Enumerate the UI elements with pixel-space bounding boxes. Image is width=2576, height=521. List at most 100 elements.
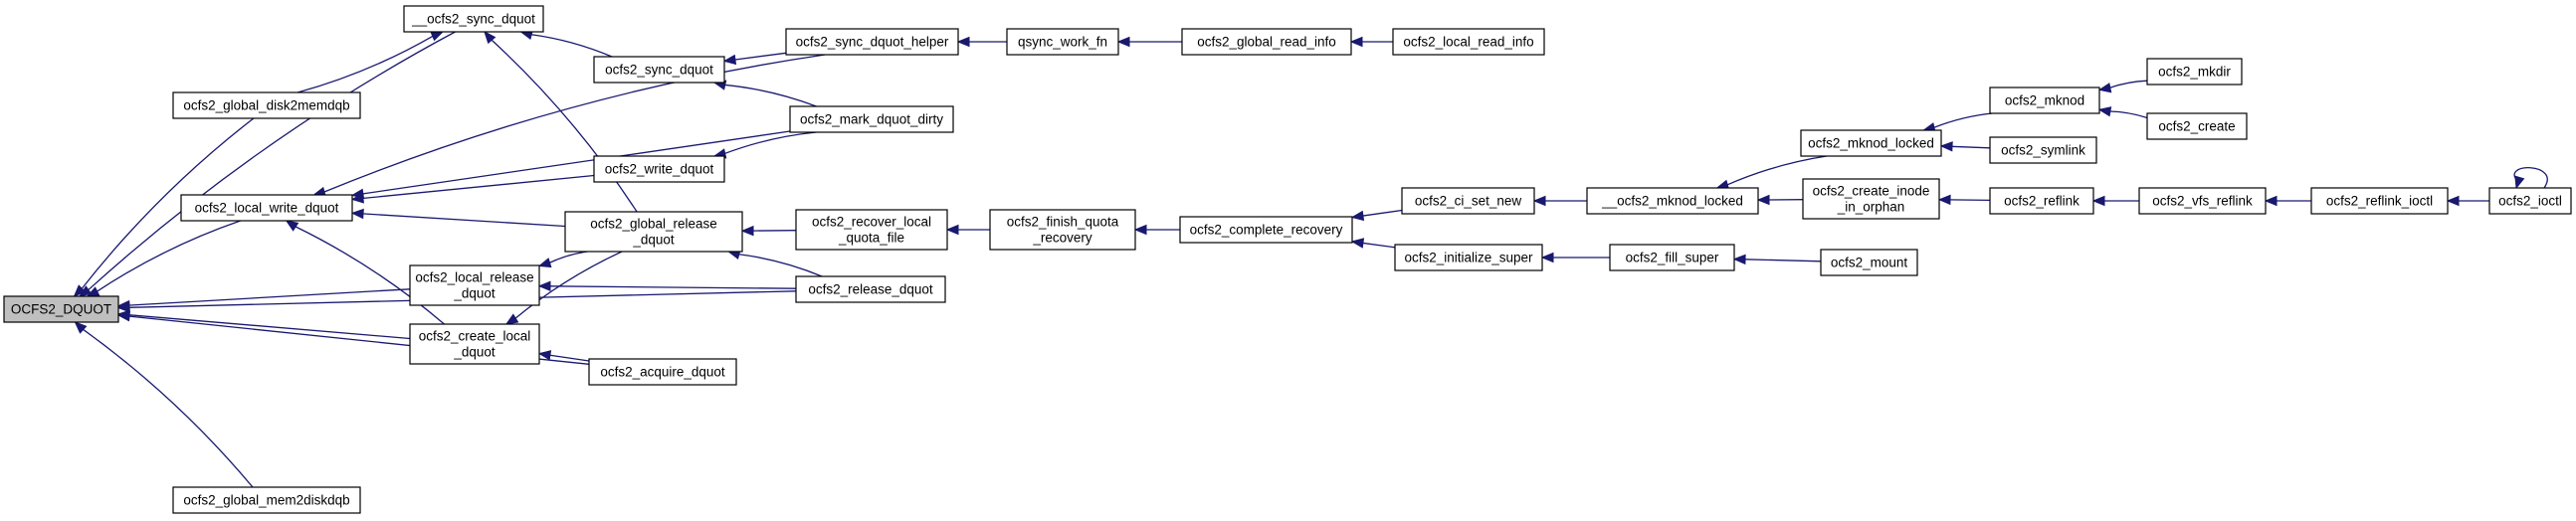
node-global_mem2diskdqb[interactable]: ocfs2_global_mem2diskdqb bbox=[172, 486, 361, 514]
node-local_release_dquot[interactable]: ocfs2_local_release_dquot bbox=[409, 264, 540, 306]
node-write_dquot[interactable]: ocfs2_write_dquot bbox=[593, 155, 725, 183]
edge-ci_set_new-to-complete_recovery bbox=[1350, 209, 1403, 222]
node-ci_set_new[interactable]: ocfs2_ci_set_new bbox=[1401, 187, 1535, 215]
node-box bbox=[2488, 187, 2572, 215]
node-label: _dquot bbox=[453, 286, 495, 301]
node-create_inode_in_orphan[interactable]: ocfs2_create_inode_in_orphan bbox=[1802, 178, 1940, 220]
node-fill_super[interactable]: ocfs2_fill_super bbox=[1609, 244, 1735, 271]
edge-line bbox=[548, 251, 588, 264]
node-global_read_info[interactable]: ocfs2_global_read_info bbox=[1181, 28, 1352, 56]
edge-global_release_dquot-to-create_local_dquot bbox=[504, 251, 623, 325]
edge-recover_local_quota_file-to-global_release_dquot bbox=[740, 225, 797, 237]
node-mkdir[interactable]: ocfs2_mkdir bbox=[2146, 58, 2243, 86]
node-qsync_work_fn[interactable]: qsync_work_fn bbox=[1006, 28, 1119, 56]
node-sync_dquot_u[interactable]: __ocfs2_sync_dquot bbox=[403, 5, 544, 33]
node-sync_dquot[interactable]: ocfs2_sync_dquot bbox=[593, 56, 725, 84]
edge-release_dquot-to-global_release_dquot bbox=[726, 249, 823, 277]
node-box bbox=[564, 211, 743, 253]
node-label: ocfs2_symlink bbox=[2001, 143, 2085, 158]
edge-vfs_reflink-to-reflink bbox=[2091, 195, 2140, 207]
node-box bbox=[1989, 136, 2097, 164]
node-label: ocfs2_initialize_super bbox=[1404, 251, 1533, 265]
edge-line bbox=[361, 130, 791, 195]
edge-mark_dquot_dirty-to-write_dquot bbox=[712, 131, 817, 159]
node-local_write_dquot[interactable]: ocfs2_local_write_dquot bbox=[180, 194, 353, 222]
edge-line bbox=[733, 52, 787, 61]
node-label: _dquot bbox=[453, 345, 495, 360]
edge-symlink-to-mknod_locked bbox=[1939, 141, 1991, 152]
node-label: ocfs2_recover_local bbox=[812, 215, 931, 230]
node-label: ocfs2_reflink bbox=[2004, 194, 2080, 209]
node-box bbox=[1802, 178, 1940, 220]
edge-write_dquot-to-local_write_dquot bbox=[350, 174, 595, 204]
edge-arrowhead bbox=[1939, 141, 1953, 152]
edge-arrowhead bbox=[740, 225, 754, 237]
node-mknod_locked[interactable]: ocfs2_mknod_locked bbox=[1800, 129, 1942, 157]
node-label: _dquot bbox=[632, 233, 675, 248]
node-symlink[interactable]: ocfs2_symlink bbox=[1989, 136, 2097, 164]
edge-global_mem2diskdqb-to-ocfs2_dquot bbox=[74, 321, 254, 488]
edge-line bbox=[82, 328, 254, 488]
edge-global_disk2memdqb-to-sync_dquot_u bbox=[297, 31, 445, 93]
node-box bbox=[1586, 187, 1759, 215]
node-mknod_locked_u[interactable]: __ocfs2_mknod_locked bbox=[1586, 187, 1759, 215]
edge-local_write_dquot-to-ocfs2_dquot bbox=[86, 220, 241, 297]
node-local_read_info[interactable]: ocfs2_local_read_info bbox=[1392, 28, 1545, 56]
node-create[interactable]: ocfs2_create bbox=[2146, 112, 2248, 140]
edge-sync_dquot_u-to-ocfs2_dquot bbox=[78, 31, 456, 297]
node-label: ocfs2_mknod bbox=[2005, 93, 2084, 108]
node-box bbox=[2310, 187, 2449, 215]
node-label: ocfs2_global_read_info bbox=[1197, 35, 1336, 50]
node-recover_local_quota_file[interactable]: ocfs2_recover_local_quota_file bbox=[795, 209, 948, 251]
node-global_disk2memdqb[interactable]: ocfs2_global_disk2memdqb bbox=[172, 91, 361, 119]
edge-release_dquot-to-local_release_dquot bbox=[537, 280, 797, 292]
node-finish_quota_recovery[interactable]: ocfs2_finish_quota_recovery bbox=[989, 209, 1136, 251]
node-create_local_dquot[interactable]: ocfs2_create_local_dquot bbox=[409, 323, 540, 365]
node-mknod[interactable]: ocfs2_mknod bbox=[1989, 87, 2100, 114]
node-ioctl[interactable]: ocfs2_ioctl bbox=[2488, 187, 2572, 215]
edge-line bbox=[548, 285, 797, 289]
edge-mark_dquot_dirty-to-sync_dquot bbox=[712, 80, 817, 107]
node-reflink_ioctl[interactable]: ocfs2_reflink_ioctl bbox=[2310, 187, 2449, 215]
edge-arrowhead bbox=[2446, 195, 2460, 207]
node-box bbox=[409, 264, 540, 306]
edge-create_local_dquot-to-ocfs2_dquot bbox=[116, 309, 411, 340]
node-sync_dquot_helper[interactable]: ocfs2_sync_dquot_helper bbox=[785, 28, 959, 56]
node-global_release_dquot[interactable]: ocfs2_global_release_dquot bbox=[564, 211, 743, 253]
edge-sync_dquot-to-sync_dquot_u bbox=[519, 30, 613, 58]
edges-layer bbox=[73, 30, 2548, 488]
edge-arrowhead bbox=[1349, 36, 1363, 48]
node-label: ocfs2_complete_recovery bbox=[1190, 223, 1343, 238]
nodes-layer: OCFS2_DQUOT __ocfs2_sync_dquot ocfs2_globa… bbox=[3, 5, 2572, 514]
node-mark_dquot_dirty[interactable]: ocfs2_mark_dquot_dirty bbox=[789, 105, 954, 133]
edge-reflink-to-create_inode_in_orphan bbox=[1937, 194, 1991, 206]
edge-qsync_work_fn-to-sync_dquot_helper bbox=[956, 36, 1007, 48]
node-box bbox=[409, 323, 540, 365]
node-box bbox=[1392, 28, 1545, 56]
node-label: ocfs2_mount bbox=[1831, 256, 1908, 270]
edge-global_disk2memdqb-to-ocfs2_dquot bbox=[73, 117, 255, 297]
node-box bbox=[180, 194, 353, 222]
node-ocfs2_dquot[interactable]: OCFS2_DQUOT bbox=[3, 295, 119, 323]
edge-line bbox=[723, 84, 817, 107]
node-initialize_super[interactable]: ocfs2_initialize_super bbox=[1394, 244, 1543, 271]
edge-line bbox=[361, 174, 595, 200]
node-mount[interactable]: ocfs2_mount bbox=[1820, 249, 1918, 276]
node-box bbox=[588, 358, 737, 386]
edge-line bbox=[2108, 80, 2148, 89]
node-release_dquot[interactable]: ocfs2_release_dquot bbox=[795, 275, 946, 303]
node-vfs_reflink[interactable]: ocfs2_vfs_reflink bbox=[2138, 187, 2267, 215]
edge-line bbox=[1950, 145, 1991, 149]
edge-arrowhead bbox=[1540, 252, 1554, 263]
edge-reflink_ioctl-to-vfs_reflink bbox=[2264, 195, 2312, 207]
node-box bbox=[1989, 87, 2100, 114]
edge-global_read_info-to-qsync_work_fn bbox=[1116, 36, 1182, 48]
node-complete_recovery[interactable]: ocfs2_complete_recovery bbox=[1179, 216, 1353, 244]
edge-line bbox=[1361, 209, 1403, 217]
edge-line bbox=[2108, 110, 2148, 119]
node-box bbox=[2146, 112, 2248, 140]
node-acquire_dquot[interactable]: ocfs2_acquire_dquot bbox=[588, 358, 737, 386]
node-box bbox=[403, 5, 544, 33]
node-label: ocfs2_sync_dquot bbox=[605, 63, 713, 78]
node-reflink[interactable]: ocfs2_reflink bbox=[1989, 187, 2094, 215]
